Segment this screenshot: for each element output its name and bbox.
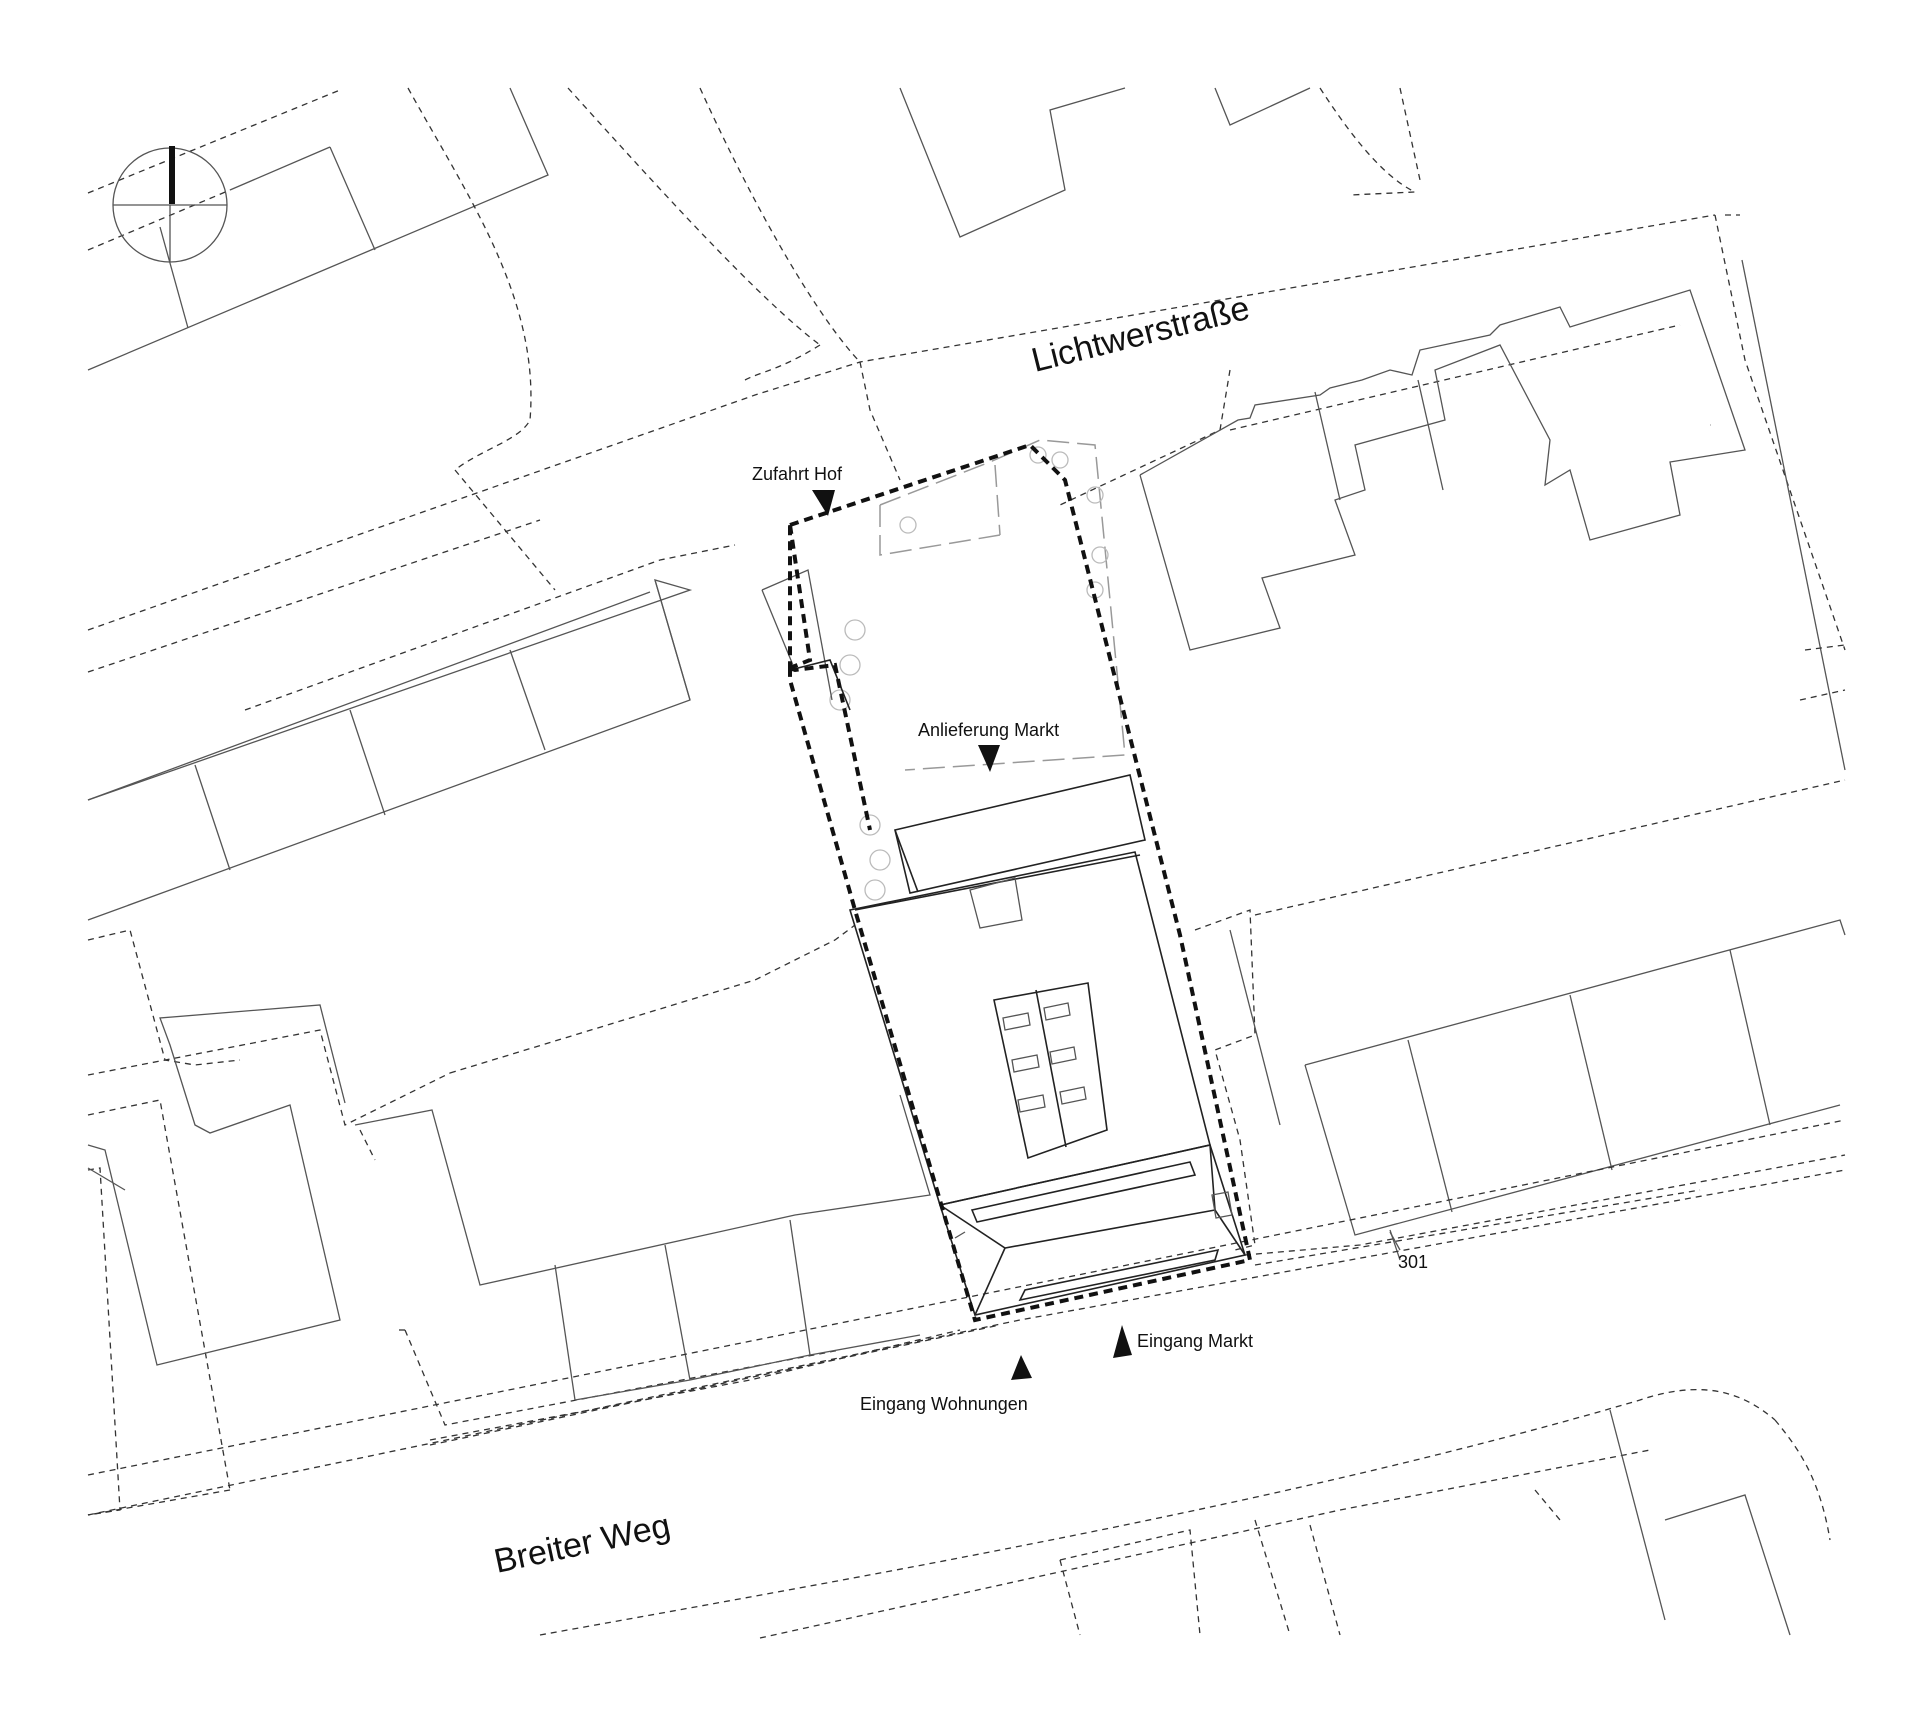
site-boundary [788,442,1253,1323]
site-plan-drawing [87,87,1846,1639]
triangle-marker-icon [1113,1325,1132,1358]
triangle-marker-icon [978,745,1000,772]
label-zufahrt-hof: Zufahrt Hof [752,464,843,484]
tree-row [829,446,1109,901]
triangle-marker-icon [1011,1355,1032,1380]
label-anlieferung-markt: Anlieferung Markt [918,720,1059,740]
market-building [848,774,1247,1316]
label-parcel-number: 301 [1398,1252,1428,1272]
triangle-marker-icon [812,490,835,516]
street-label-breiter-weg: Breiter Weg [491,1506,674,1580]
label-eingang-markt: Eingang Markt [1137,1331,1253,1351]
label-eingang-wohnungen: Eingang Wohnungen [860,1394,1028,1414]
north-arrow-icon [112,146,228,263]
street-label-lichtwerstrasse: Lichtwerstraße [1028,289,1254,380]
